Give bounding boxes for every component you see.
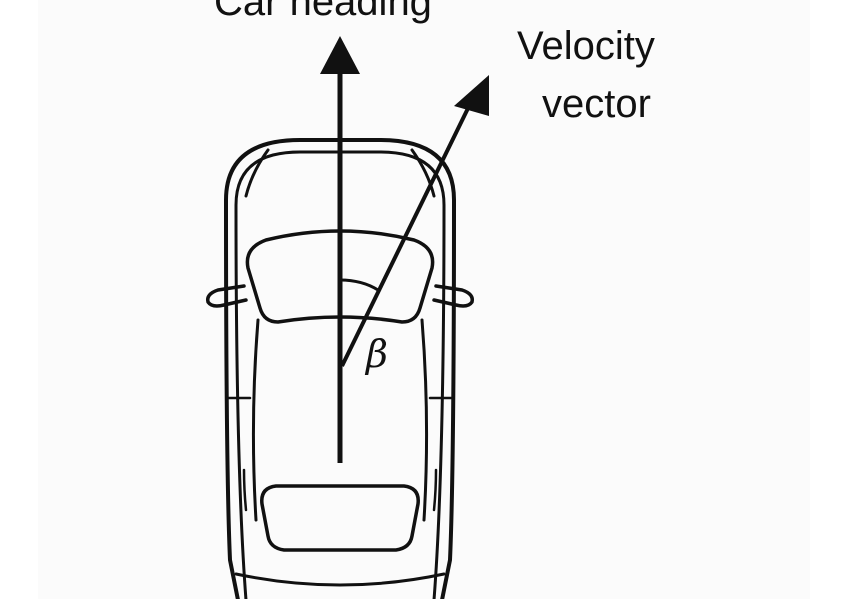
hood-left-crease [244,148,270,198]
rear-window [260,484,420,552]
slip-angle-arc [338,278,380,292]
velocity-vector-arrowhead [454,75,489,116]
rear-bumper [234,572,446,587]
car-heading-label: Car heading [214,0,432,24]
rear-pillar-left [242,468,248,512]
velocity-vector-arrow-shaft [340,95,476,367]
roof-left-line [251,318,260,522]
rear-pillar-right [432,468,438,512]
front-windshield [245,229,435,324]
velocity-vector-label-line-1: Velocity [517,24,655,68]
roof-right-line [420,318,429,522]
velocity-vector-label-line-2: vector [542,82,651,126]
right-side-mirror [432,284,475,308]
left-side-mirror [205,284,248,308]
slip-angle-symbol: β [366,332,388,376]
car-heading-arrowhead [320,36,360,74]
hood-right-crease [410,148,436,198]
